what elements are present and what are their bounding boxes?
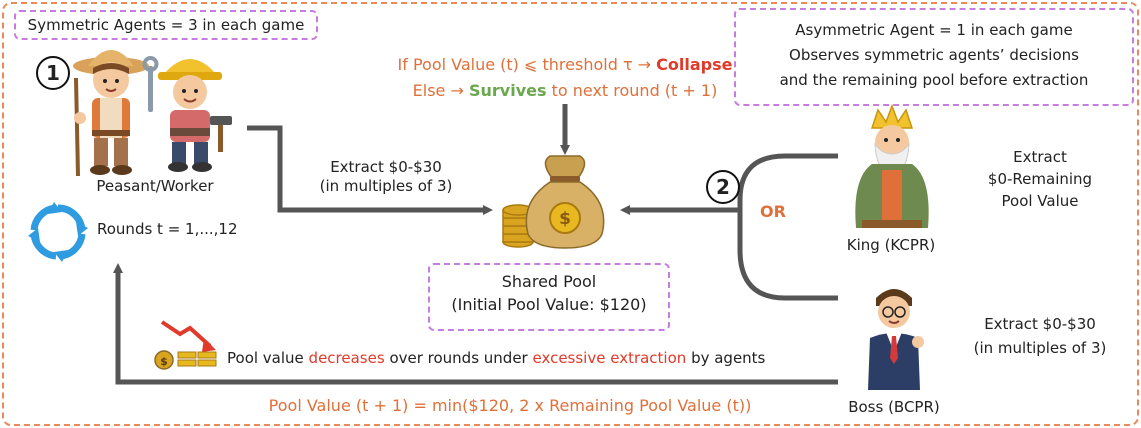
decrease-word: decreases <box>308 349 385 367</box>
rule-line2: Else → Survives to next round (t + 1) <box>318 78 812 104</box>
extract-symmetric: Extract $0-$30 (in multiples of 3) <box>296 158 476 196</box>
king-label: King (KCPR) <box>846 236 936 254</box>
money-bag-icon: $ <box>502 155 605 249</box>
boss-extract: Extract $0-$30 (in multiples of 3) <box>950 312 1130 360</box>
boss-figure <box>868 289 924 390</box>
decrease-p1: Pool value <box>227 349 309 367</box>
king-figure <box>855 104 929 228</box>
collapse-rule: If Pool Value (t) ⩽ threshold τ → Collap… <box>318 52 812 104</box>
boss-extract-line2: (in multiples of 3) <box>973 339 1107 357</box>
cycle-arrows-icon <box>28 202 88 262</box>
bracket-king-boss <box>737 153 838 301</box>
symmetric-box: Symmetric Agents = 3 in each game <box>14 10 318 40</box>
asymmetric-line3: and the remaining pool before extraction <box>779 71 1089 89</box>
arrow-symmetric-to-pool <box>247 125 493 215</box>
pool-update-formula: Pool Value (t + 1) = min($120, 2 x Remai… <box>268 396 752 415</box>
rule-else: Else → <box>412 81 469 100</box>
or-label: OR <box>760 202 786 221</box>
svg-text:$: $ <box>160 355 168 368</box>
decrease-p3: over rounds under <box>384 349 533 367</box>
extract-symmetric-line2: (in multiples of 3) <box>319 176 453 195</box>
rule-line1: If Pool Value (t) ⩽ threshold τ → Collap… <box>318 52 812 78</box>
svg-text:$: $ <box>559 209 571 229</box>
worker-figure <box>142 56 232 172</box>
boss-extract-line1: Extract $0-$30 <box>984 315 1096 333</box>
symmetric-label: Symmetric Agents = 3 in each game <box>27 16 305 34</box>
collapse-word: Collapse <box>656 55 733 74</box>
decrease-note: Pool value decreases over rounds under e… <box>227 349 765 368</box>
king-extract-line2: $0-Remaining <box>987 170 1093 188</box>
decrease-p5: by agents <box>686 349 766 367</box>
boss-label: Boss (BCPR) <box>848 398 940 416</box>
pool-initial: (Initial Pool Value: $120) <box>451 295 647 314</box>
asymmetric-line2: Observes symmetric agents’ decisions <box>789 46 1079 64</box>
declining-chart-icon: $ <box>154 320 217 370</box>
asymmetric-line1: Asymmetric Agent = 1 in each game <box>795 21 1073 39</box>
extract-symmetric-line1: Extract $0-$30 <box>330 158 442 176</box>
excessive-extraction: excessive extraction <box>532 349 687 367</box>
rule-next: to next round (t + 1) <box>546 81 718 100</box>
arrow-feedback-loop <box>113 263 838 385</box>
king-extract: Extract $0-Remaining Pool Value <box>960 146 1120 212</box>
survives-word: Survives <box>468 81 547 100</box>
step-1-marker: 1 <box>36 56 70 90</box>
peasant-figure <box>73 50 149 177</box>
peasant-label: Peasant/Worker <box>96 177 214 195</box>
king-extract-line1: Extract <box>1013 148 1067 166</box>
asymmetric-box: Asymmetric Agent = 1 in each game Observ… <box>734 8 1134 106</box>
king-extract-line3: Pool Value <box>1001 192 1079 210</box>
shared-pool-box: Shared Pool (Initial Pool Value: $120) <box>428 263 670 331</box>
rounds-label: Rounds t = 1,...,12 <box>97 220 238 238</box>
rule-condition: If Pool Value (t) ⩽ threshold τ → <box>397 55 657 74</box>
step-2-marker: 2 <box>706 170 740 204</box>
pool-title: Shared Pool <box>501 272 597 291</box>
